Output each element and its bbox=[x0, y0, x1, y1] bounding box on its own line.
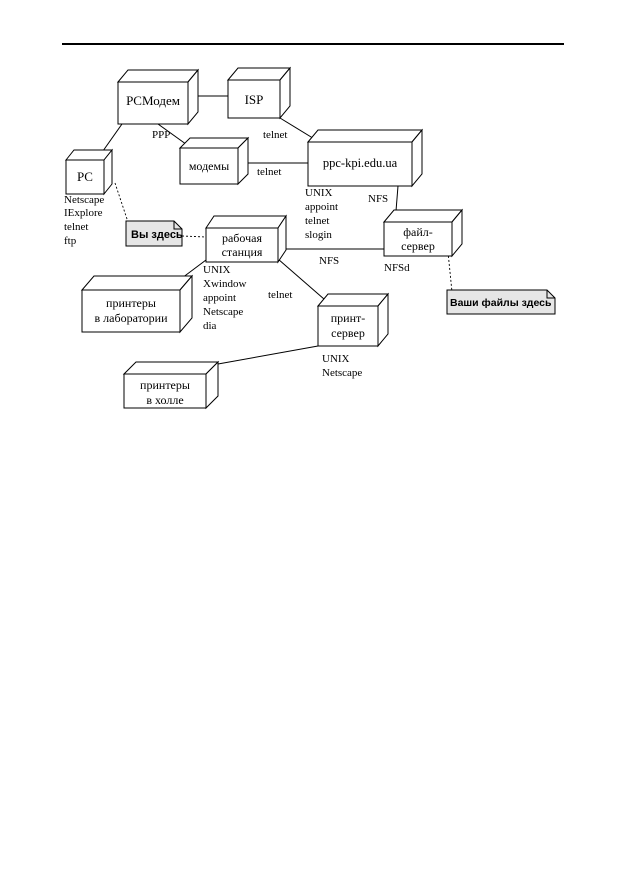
label-modems: модемы bbox=[189, 159, 229, 173]
label-fileserver-1: файл- bbox=[403, 225, 433, 239]
label-workstation-1: рабочая bbox=[222, 231, 262, 245]
software-workstation-item: Xwindow bbox=[203, 278, 246, 290]
note-your-files-here: Ваши файлы здесь bbox=[450, 297, 552, 309]
node-printers-lab bbox=[80, 274, 194, 334]
nodes bbox=[64, 66, 464, 410]
dash-fileserver-note bbox=[447, 251, 453, 293]
label-printserver-2: сервер bbox=[331, 326, 365, 340]
software-ppc-item: slogin bbox=[305, 229, 332, 241]
software-fileserver-item: NFSd bbox=[384, 262, 410, 274]
label-isp: ISP bbox=[245, 92, 264, 107]
link-label-telnet-ws: telnet bbox=[268, 289, 292, 301]
link-label-nfs-ppc: NFS bbox=[368, 193, 388, 205]
link-ws-printserver bbox=[277, 258, 333, 307]
node-pcmodem bbox=[116, 68, 200, 126]
label-printserver-1: принт- bbox=[331, 311, 366, 325]
label-pc: PC bbox=[77, 169, 93, 184]
label-printers-lab-2: в лаборатории bbox=[94, 311, 168, 325]
software-workstation-item: Netscape bbox=[203, 306, 243, 318]
software-fileserver: NFSd bbox=[384, 262, 410, 274]
label-ppc: ppc-kpi.edu.ua bbox=[323, 156, 398, 170]
label-workstation-2: станция bbox=[222, 245, 263, 259]
software-pc-item: ftp bbox=[64, 235, 77, 247]
label-printers-lab-1: принтеры bbox=[106, 296, 156, 310]
software-printserver-item: Netscape bbox=[322, 367, 362, 379]
label-printers-hall-1: принтеры bbox=[140, 378, 190, 392]
node-fileserver bbox=[382, 208, 464, 258]
software-workstation-item: UNIX bbox=[203, 264, 231, 276]
software-workstation-item: appoint bbox=[203, 292, 236, 304]
software-printserver: UNIX Netscape bbox=[322, 353, 362, 379]
label-pcmodem: PCМодем bbox=[126, 93, 180, 108]
label-fileserver-2: сервер bbox=[401, 239, 435, 253]
software-ppc-item: telnet bbox=[305, 215, 329, 227]
node-pc bbox=[64, 148, 114, 196]
node-printserver bbox=[316, 292, 390, 348]
label-printers-hall-2: в холле bbox=[146, 393, 183, 407]
software-workstation-item: dia bbox=[203, 320, 217, 332]
node-modems bbox=[178, 136, 250, 186]
software-workstation: UNIX Xwindow appoint Netscape dia bbox=[203, 264, 246, 332]
software-pc: Netscape IExplore telnet ftp bbox=[64, 194, 104, 247]
connections bbox=[97, 95, 453, 365]
software-ppc-item: UNIX bbox=[305, 187, 333, 199]
dash-note-ws bbox=[181, 235, 207, 238]
link-ws-printerslab bbox=[181, 259, 207, 279]
node-ppc bbox=[306, 128, 424, 188]
link-label-ppp: PPP bbox=[152, 129, 170, 141]
node-printers-hall bbox=[122, 360, 220, 410]
software-pc-item: Netscape bbox=[64, 194, 104, 206]
node-isp bbox=[226, 66, 292, 120]
node-workstation bbox=[205, 214, 287, 264]
software-pc-item: telnet bbox=[64, 221, 88, 233]
link-printserver-printershall bbox=[217, 345, 319, 365]
note-your-files-shape bbox=[446, 289, 556, 315]
note-you-are-here-shape bbox=[125, 220, 183, 247]
software-ppc-item: appoint bbox=[305, 201, 338, 213]
link-label-telnet-isp: telnet bbox=[263, 129, 287, 141]
link-label-telnet-modems: telnet bbox=[257, 166, 281, 178]
software-pc-item: IExplore bbox=[64, 207, 103, 219]
note-you-are-here: Вы здесь bbox=[131, 229, 183, 241]
link-isp-ppc bbox=[279, 117, 317, 141]
dash-pc-note bbox=[114, 182, 129, 223]
link-ppc-fileserver bbox=[395, 185, 399, 212]
software-ppc: UNIX appoint telnet slogin bbox=[305, 187, 338, 241]
software-printserver-item: UNIX bbox=[322, 353, 350, 365]
link-label-nfs-ws: NFS bbox=[319, 255, 339, 267]
